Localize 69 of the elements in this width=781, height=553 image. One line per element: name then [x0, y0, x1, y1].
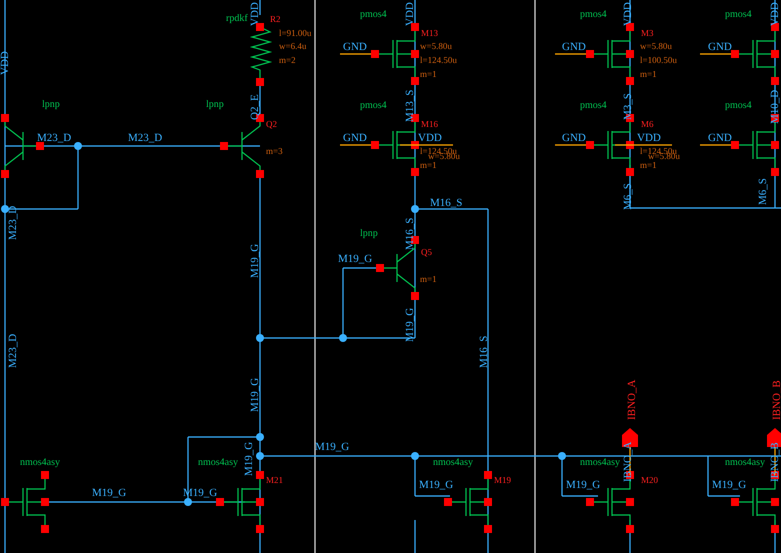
net-label: M19_G [712, 480, 746, 491]
parameter-text: m=1 [640, 70, 657, 79]
net-label: VDD [418, 133, 442, 144]
device-name: M20 [641, 476, 658, 485]
net-label: IBNO_B [770, 442, 781, 482]
parameter-text: m=3 [266, 147, 283, 156]
parameter-text: w=5.80u [640, 42, 672, 51]
device-type: nmos4asy [580, 458, 620, 468]
net-label: M19_G [250, 378, 261, 412]
net-label: M19_G [338, 254, 372, 265]
net-label: M19_G [250, 244, 261, 278]
parameter-text: m=1 [420, 161, 437, 170]
device-type: pmos4 [725, 10, 752, 20]
net-label: M6_S [758, 178, 769, 205]
device-name: R2 [270, 15, 281, 24]
net-label: GND [343, 42, 367, 53]
net-label: GND [562, 42, 586, 53]
device-type: pmos4 [725, 101, 752, 111]
parameter-text: l=100.50u [640, 56, 677, 65]
device-name: M3 [641, 29, 654, 38]
parameter-text: l=91.00u [279, 29, 312, 38]
parameter-text: l=124.50u [420, 56, 457, 65]
parameter-text: m=1 [420, 70, 437, 79]
device-type: lpnp [360, 229, 378, 239]
device-name: M6 [641, 120, 654, 129]
net-label: M19_G [244, 442, 255, 476]
device-type: rpdkf [226, 14, 248, 24]
net-label: M23_D [8, 334, 19, 368]
device-name: Q2 [266, 120, 277, 129]
net-label: M23_D [8, 206, 19, 240]
device-type: nmos4asy [198, 458, 238, 468]
device-type: nmos4asy [20, 458, 60, 468]
device-name: Q5 [421, 248, 432, 257]
device-name: M21 [266, 476, 284, 485]
net-label: M19_G [566, 480, 600, 491]
device-name: M19 [494, 476, 512, 485]
device-type: pmos4 [360, 101, 387, 111]
parameter-text: w=6.4u [279, 42, 306, 51]
net-label: M13_S [405, 90, 416, 122]
net-label: VDD [250, 2, 261, 26]
net-label: IBNO_A [623, 442, 634, 482]
device-type: lpnp [206, 100, 224, 110]
net-label: M19_G [92, 488, 126, 499]
net-label: M19_G [419, 480, 454, 491]
device-name: M16 [421, 120, 438, 129]
net-label: M16_S [405, 218, 416, 250]
net-label: Q2_E [250, 94, 261, 120]
net-label: GND [562, 133, 586, 144]
net-label: M19_G [405, 308, 416, 342]
parameter-text: m=2 [279, 56, 296, 65]
device-type: lpnp [42, 100, 60, 110]
net-label: VDD [405, 2, 416, 26]
device-type: pmos4 [360, 10, 387, 20]
device-type: pmos4 [580, 10, 607, 20]
net-label: GND [708, 133, 732, 144]
parameter-text: m=1 [420, 275, 437, 284]
net-label: VDD [637, 133, 661, 144]
net-label: GND [708, 42, 732, 53]
device-type: nmos4asy [725, 458, 765, 468]
pin-label: IBNO_A [627, 380, 638, 420]
net-label: GND [343, 133, 367, 144]
net-label: M23_D [37, 133, 72, 144]
parameter-text: m=1 [640, 161, 657, 170]
device-type: nmos4asy [433, 458, 473, 468]
net-label: M16_S [430, 198, 462, 209]
parameter-text: w=5.80u [420, 42, 452, 51]
device-type: pmos4 [580, 101, 607, 111]
net-label: M23_D [128, 133, 162, 144]
device-name: M13 [421, 29, 438, 38]
